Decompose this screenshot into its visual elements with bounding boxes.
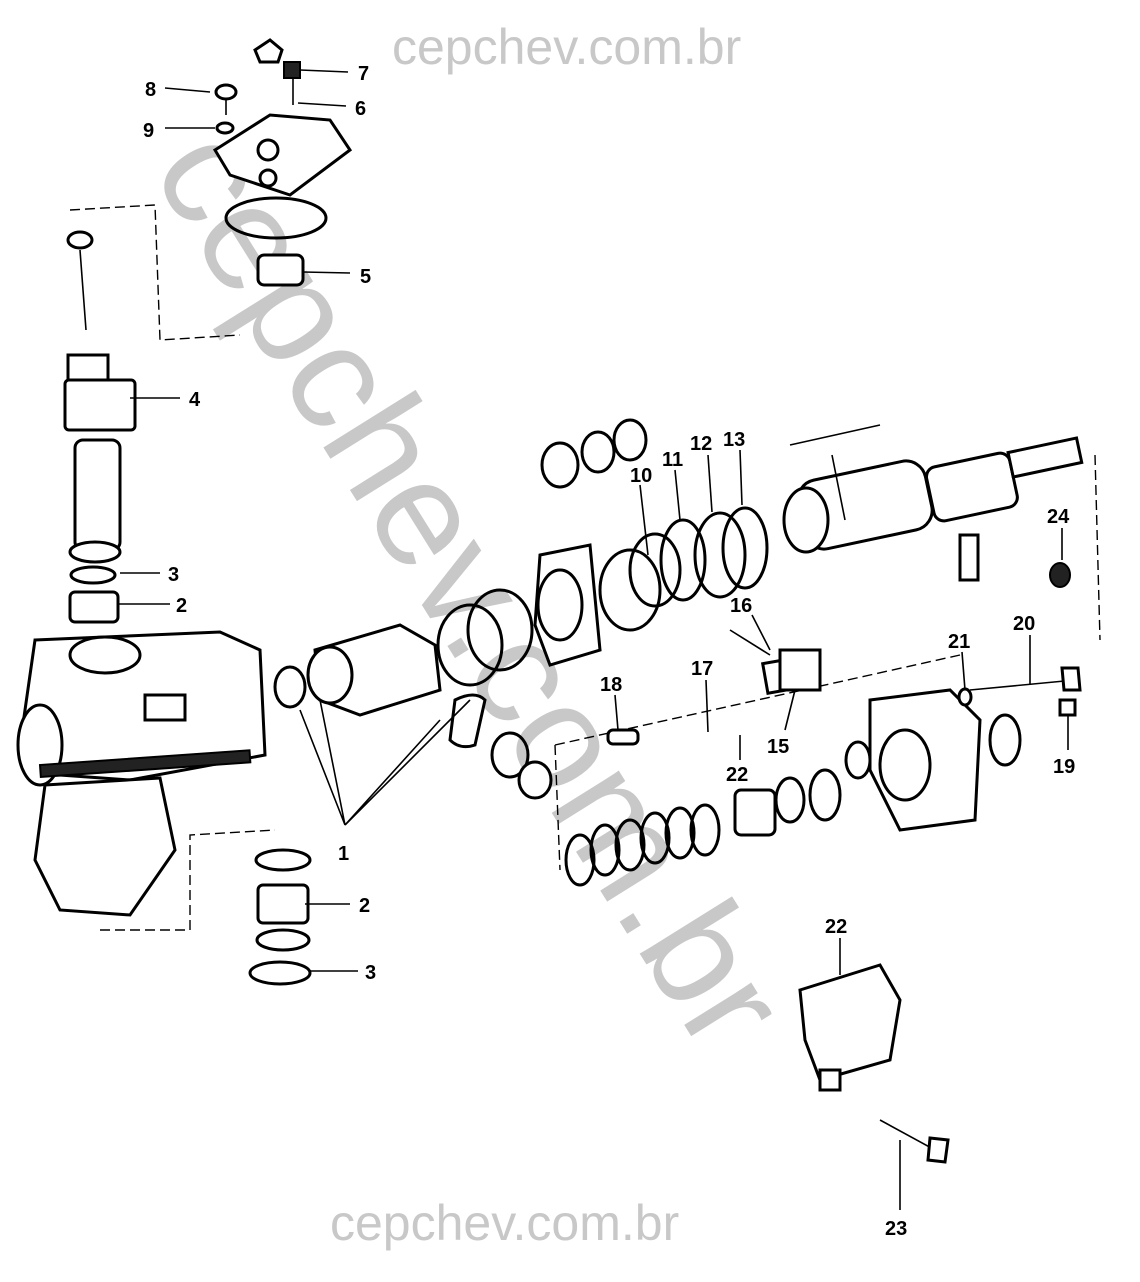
- callout-3-lower: 3: [365, 962, 376, 984]
- callout-15: 15: [767, 736, 789, 758]
- valve-dash-line: [1094, 454, 1101, 641]
- callout-6: 6: [355, 98, 366, 120]
- callout-18: 18: [600, 674, 622, 696]
- gear-housing: [16, 630, 267, 917]
- callout-1-lines: [299, 699, 471, 826]
- callout-16: 16: [730, 595, 752, 617]
- control-valve-assembly: [782, 424, 1084, 588]
- watermark-top: cepchev.com.br: [392, 19, 741, 75]
- callout-2-upper: 2: [176, 595, 187, 617]
- housing-dash-line: [100, 829, 276, 931]
- callout-12: 12: [690, 433, 712, 455]
- rack-piston: [273, 588, 553, 800]
- valve-leader-lines: [789, 424, 881, 521]
- callout-20: 20: [1013, 613, 1035, 635]
- callout-19: 19: [1053, 756, 1075, 778]
- side-cover-assembly: [212, 38, 353, 287]
- relief-valve-block: [798, 963, 950, 1164]
- callout-13: 13: [723, 429, 745, 451]
- callout-5: 5: [360, 266, 371, 288]
- callout-2-lower: 2: [359, 895, 370, 917]
- callout-8: 8: [145, 79, 156, 101]
- callout-7: 7: [358, 63, 369, 85]
- callout-22-lower: 22: [825, 916, 847, 938]
- watermark-diagonal: cepchev.com.br: [123, 98, 821, 1075]
- callout-4: 4: [189, 389, 201, 411]
- assembly-dash-line: [69, 204, 241, 341]
- callout-22-upper: 22: [726, 764, 748, 786]
- callout-10: 10: [630, 465, 652, 487]
- callout-1: 1: [338, 843, 349, 865]
- callout-24: 24: [1047, 506, 1070, 528]
- lower-bearing-parts: [248, 848, 312, 986]
- sector-shaft: [63, 230, 137, 624]
- watermark-bottom: cepchev.com.br: [330, 1195, 679, 1251]
- callout-3-upper: 3: [168, 564, 179, 586]
- callout-17: 17: [691, 658, 713, 680]
- worm-bearing-parts: [564, 629, 1082, 887]
- callout-11: 11: [662, 449, 683, 471]
- callout-9: 9: [143, 120, 154, 142]
- end-cover: [533, 418, 769, 667]
- callout-23: 23: [885, 1218, 907, 1240]
- callout-21: 21: [948, 631, 970, 653]
- leader-lines: [118, 69, 1069, 1210]
